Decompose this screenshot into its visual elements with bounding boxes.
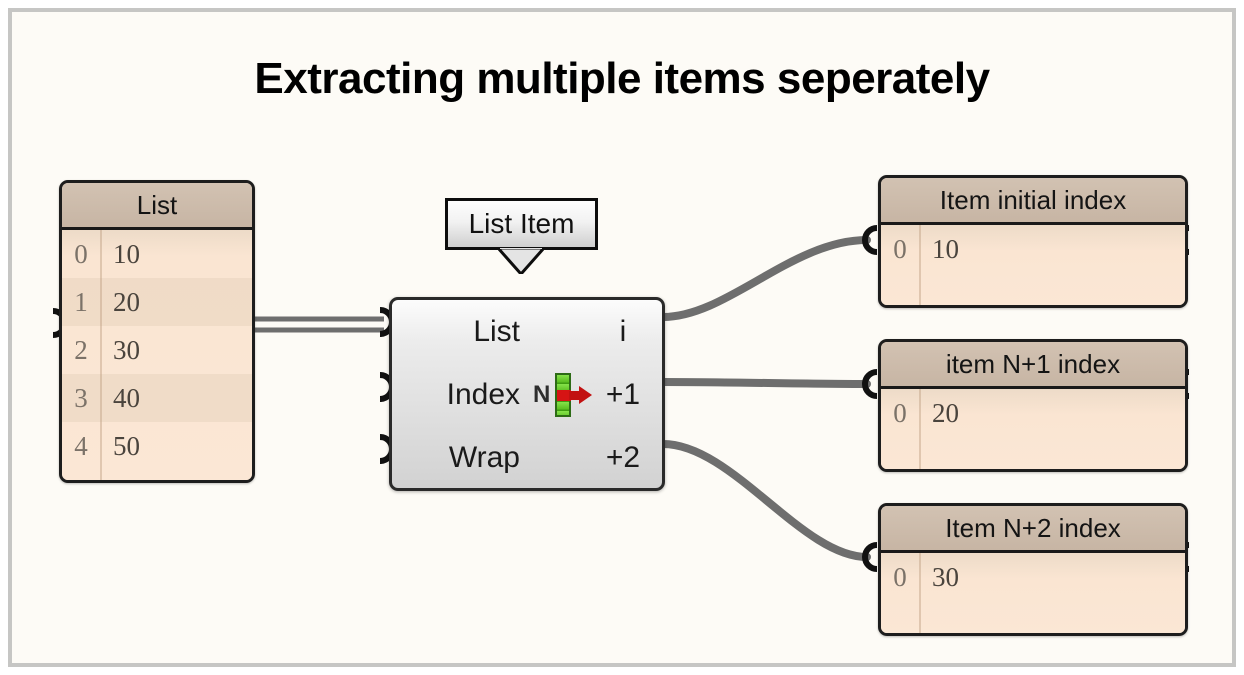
row-value: 20 — [932, 397, 959, 428]
input-label-wrap[interactable]: Wrap — [448, 441, 520, 474]
component-row-wrap: Wrap +2 — [392, 426, 662, 490]
panel-body: 0 20 — [881, 389, 1185, 469]
panel-header: Item initial index — [881, 178, 1185, 225]
icon-red-selection — [557, 390, 571, 401]
output-label-plus-2[interactable]: +2 — [605, 441, 641, 474]
canvas-surface[interactable]: Extracting multiple items seperately — [12, 12, 1232, 663]
icon-arrow-stem — [569, 391, 581, 400]
row-value: 40 — [113, 382, 140, 413]
port-panel2-in — [862, 542, 878, 572]
row-value: 30 — [932, 561, 959, 592]
wire-out-plus1 — [659, 378, 871, 388]
list-item-component[interactable]: List i Index N +1 Wrap — [389, 297, 665, 491]
page-title: Extracting multiple items seperately — [254, 54, 990, 103]
output-label-plus-1[interactable]: +1 — [605, 378, 641, 411]
component-row-list: List i — [392, 300, 662, 364]
table-row[interactable]: 0 20 — [881, 389, 1185, 437]
wire-out-i — [659, 236, 871, 321]
component-tooltip: List Item — [445, 198, 598, 250]
item-n-plus-2-index-panel[interactable]: Item N+2 index 0 30 — [878, 503, 1188, 636]
panel-body: 0 30 — [881, 553, 1185, 633]
table-row[interactable]: 0 30 — [881, 553, 1185, 601]
row-index: 4 — [74, 430, 88, 461]
canvas-frame: Extracting multiple items seperately — [8, 8, 1236, 667]
icon-arrow-head — [579, 386, 592, 404]
icon-slot: N — [528, 373, 600, 417]
list-item-icon: N — [533, 373, 595, 417]
output-label-i[interactable]: i — [619, 315, 627, 348]
port-panel0-in — [862, 225, 878, 255]
panel-header: item N+1 index — [881, 342, 1185, 389]
icon-letter-n: N — [533, 381, 551, 408]
row-index: 0 — [74, 238, 88, 269]
wire-out-plus2 — [659, 440, 871, 561]
row-index: 3 — [74, 382, 88, 413]
item-initial-index-panel[interactable]: Item initial index 0 10 — [878, 175, 1188, 308]
row-index: 0 — [893, 561, 907, 592]
row-value: 50 — [113, 430, 140, 461]
port-panel1-in — [862, 369, 878, 399]
panel-body: 0 10 — [881, 225, 1185, 305]
table-row[interactable]: 0 10 — [881, 225, 1185, 273]
panel-header: Item N+2 index — [881, 506, 1185, 553]
table-row[interactable]: 0 10 — [62, 230, 252, 278]
row-index: 2 — [74, 334, 88, 365]
table-row[interactable]: 3 40 — [62, 374, 252, 422]
table-row[interactable]: 4 50 — [62, 422, 252, 470]
table-row[interactable]: 2 30 — [62, 326, 252, 374]
component-row-index: Index N +1 — [392, 363, 662, 427]
row-index: 1 — [74, 286, 88, 317]
item-n-plus-1-index-panel[interactable]: item N+1 index 0 20 — [878, 339, 1188, 472]
wire-list-to-component — [250, 316, 384, 333]
row-value: 10 — [113, 238, 140, 269]
list-panel[interactable]: List 0 10 1 20 2 30 3 40 — [59, 180, 255, 483]
list-panel-body: 0 10 1 20 2 30 3 40 4 50 — [62, 230, 252, 480]
list-panel-header: List — [62, 183, 252, 230]
row-value: 20 — [113, 286, 140, 317]
row-index: 0 — [893, 233, 907, 264]
tooltip-tail-icon — [498, 248, 544, 274]
input-label-list[interactable]: List — [473, 315, 520, 348]
row-value: 10 — [932, 233, 959, 264]
row-value: 30 — [113, 334, 140, 365]
table-row[interactable]: 1 20 — [62, 278, 252, 326]
input-label-index[interactable]: Index — [446, 378, 520, 411]
row-index: 0 — [893, 397, 907, 428]
